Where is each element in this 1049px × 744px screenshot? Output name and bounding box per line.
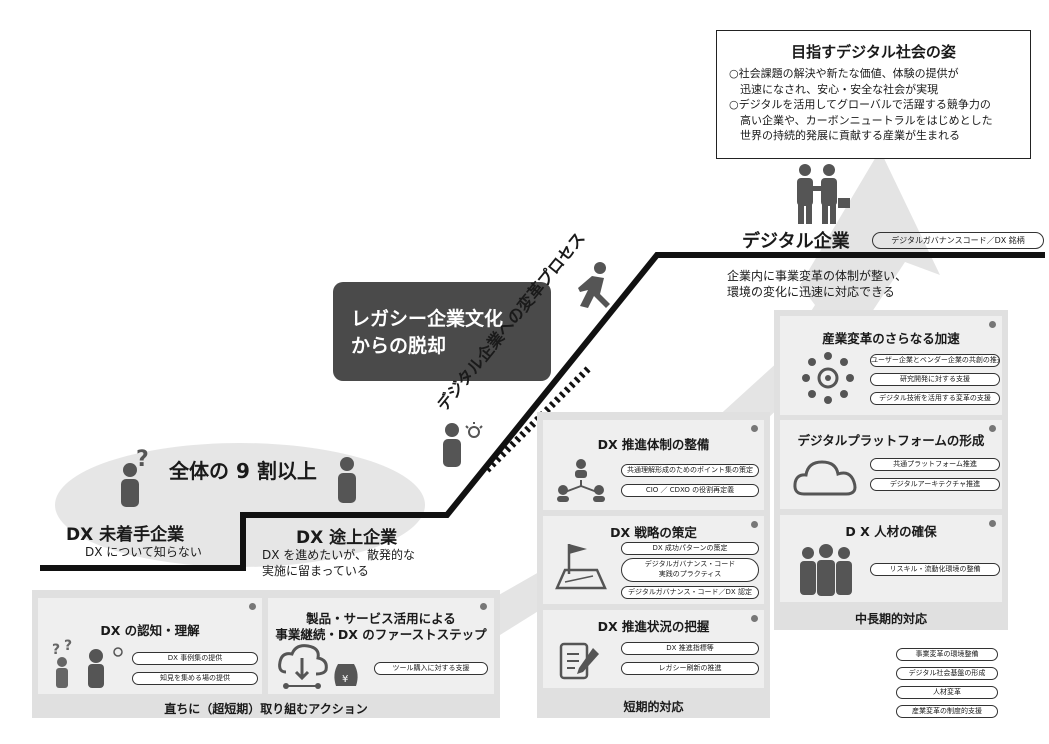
legend-item: 人材変革 [896, 686, 998, 699]
dx-structure-card: DX 推進体制の整備 共通理解形成のためのポイント集の策定 CIO ／ CDXO… [543, 420, 764, 510]
short-term-footer: 短期的対応 [623, 700, 684, 714]
card-dot [249, 603, 256, 610]
card-dot [751, 521, 758, 528]
majority-ellipse [55, 443, 425, 567]
legend-item: 産業変革の制度的支援 [896, 705, 998, 718]
running-person-icon [578, 262, 610, 308]
question-people-icon: ? ? [52, 638, 123, 688]
card-dot [480, 603, 487, 610]
svg-text:?: ? [64, 638, 72, 654]
svg-text:?: ? [52, 642, 60, 658]
goal-text: ○社会課題の解決や新たな価値、体験の提供が 迅速になされ、安心・安全な社会が実現… [729, 67, 993, 142]
card-dot [989, 321, 996, 328]
card-dot [989, 520, 996, 527]
collaboration-gear-icon [802, 352, 854, 404]
majority-label: 全体の 9 割以上 [169, 459, 317, 483]
cloud-icon [793, 460, 857, 496]
mid-long-panel: 産業変革のさらなる加速 ユーザー企業とベンダー企業の共創の推進 研究開発に対する… [774, 310, 1008, 630]
digital-company-badge: デジタルガバナンスコード／DX 銘柄 [872, 232, 1044, 249]
digital-company-title: デジタル企業 [742, 231, 850, 252]
goal-box: 目指すデジタル社会の姿 ○社会課題の解決や新たな価値、体験の提供が 迅速になされ… [716, 30, 1031, 159]
dx-strategy-card: DX 戦略の策定 DX 成功パターンの策定 デジタルガバナンス・コード 実践のプ… [543, 516, 764, 604]
industry-acceleration-card: 産業変革のさらなる加速 ユーザー企業とベンダー企業の共創の推進 研究開発に対する… [780, 316, 1002, 415]
svg-text:¥: ¥ [342, 674, 348, 685]
immediate-panel: DX の認知・理解 ? ? DX 事例集の提供 知見を集める場の提供 製品・サー… [32, 590, 500, 718]
cloud-download-icon: ¥ [278, 644, 358, 689]
governance-practice-pill: デジタルガバナンス・コード 実践のプラクティス [621, 558, 759, 582]
card-dot [751, 425, 758, 432]
org-network-icon [557, 459, 605, 502]
legend-item: デジタル社会基盤の形成 [896, 667, 998, 680]
awareness-card: DX の認知・理解 ? ? DX 事例集の提供 知見を集める場の提供 [38, 598, 262, 694]
legacy-culture-box: レガシー企業文化 からの脱却 [333, 282, 551, 381]
not-started-sub: DX について知らない [85, 545, 202, 559]
in-progress-sub: DX を進めたいが、散発的な 実施に留まっている [262, 548, 416, 578]
goal-title: 目指すデジタル社会の姿 [791, 43, 956, 61]
group-people-icon [800, 544, 852, 596]
in-progress-title: DX 途上企業 [296, 528, 398, 548]
immediate-footer: 直ちに（超短期）取り組むアクション [164, 702, 368, 716]
document-edit-icon [559, 642, 599, 680]
first-step-card: 製品・サービス活用による 事業継続・DX のファーストステップ ¥ ツール購入に… [268, 598, 494, 694]
card-dot [989, 425, 996, 432]
dx-talent-card: D X 人材の確保 リスキル・流動化環境の整備 [780, 515, 1002, 602]
digital-company-desc: 企業内に事業変革の体制が整い、 環境の変化に迅速に対応できる [727, 269, 908, 299]
digital-platform-card: デジタルプラットフォームの形成 共通プラットフォーム推進 デジタルアーキテクチャ… [780, 420, 1002, 509]
short-term-panel: DX 推進体制の整備 共通理解形成のためのポイント集の策定 CIO ／ CDXO… [537, 412, 770, 718]
mid-long-footer: 中長期的対応 [854, 612, 927, 626]
svg-text:?: ? [136, 448, 149, 472]
thinking-person-icon [338, 457, 356, 503]
dx-status-card: DX 推進状況の把握 DX 推進指標等 レガシー刷新の推進 [543, 610, 764, 688]
handshake-icon [797, 164, 850, 224]
card-dot [751, 615, 758, 622]
idea-person-icon [443, 422, 483, 467]
not-started-title: DX 未着手企業 [66, 525, 185, 545]
legend-item: 事業変革の環境整備 [896, 648, 998, 661]
map-flag-icon [555, 544, 607, 590]
confused-person-icon: ? [121, 448, 149, 507]
